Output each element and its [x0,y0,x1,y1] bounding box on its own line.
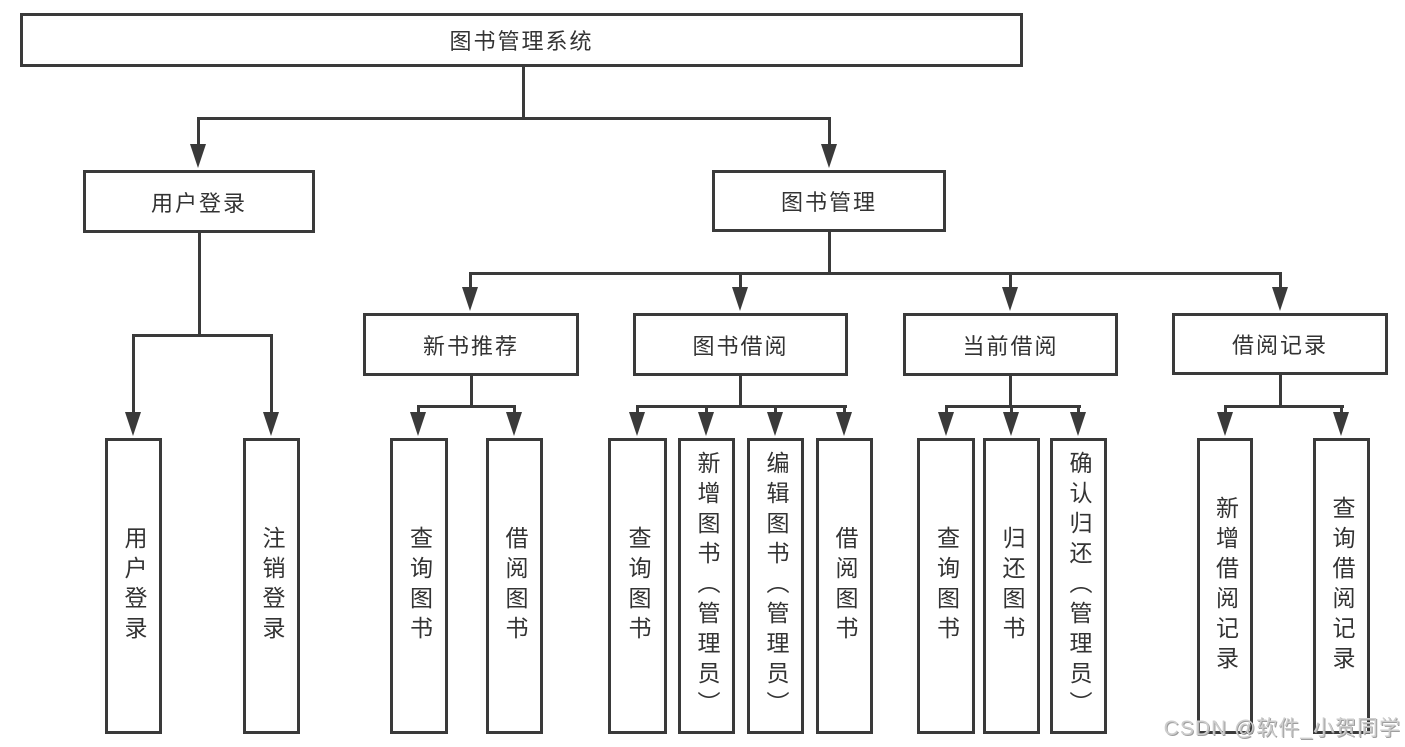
diagram-node-user-login: 用户登录 [83,170,315,233]
diagram-node-leaf-add-books: 新增图书（管理员） [678,438,735,734]
diagram-node-label: 借阅记录 [1231,333,1328,358]
diagram-node-book-borrow: 图书借阅 [633,313,848,376]
connector-stem [1278,375,1282,408]
diagram-node-leaf-add-borrow-record: 新增借阅记录 [1197,438,1253,734]
diagram-node-label: 查询图书 [625,526,651,646]
connector-bar [196,116,831,120]
connector-arrow-stem [1223,406,1227,416]
diagram-node-leaf-logout: 注销登录 [243,438,300,734]
diagram-node-label: 借阅图书 [832,526,858,646]
diagram-node-label: 图书管理系统 [449,29,594,54]
arrow-down-icon [125,412,141,436]
arrow-down-icon [938,412,954,436]
connector-arrow-stem [635,406,639,416]
connector-bar [944,404,1081,408]
diagram-node-label: 图书借阅 [692,333,789,359]
connector-stem [197,233,201,337]
connector-stem [469,375,473,408]
connector-stem [521,66,525,120]
connector-bar [468,271,1282,275]
connector-arrow-stem [512,406,516,416]
diagram-node-label: 图书管理 [780,190,877,215]
arrow-down-icon [410,412,426,436]
diagram-node-leaf-edit-books: 编辑图书（管理员） [747,438,804,734]
connector-arrow-stem [773,406,777,416]
diagram-node-label: 当前借阅 [962,333,1059,359]
diagram-node-leaf-borrow-books: 借阅图书 [816,438,873,734]
diagram-node-label: 确认归还（管理员） [1066,451,1092,721]
connector-arrow-stem [1008,273,1012,291]
diagram-node-label: 新增借阅记录 [1212,496,1239,676]
connector-bar [635,404,847,408]
diagram-node-leaf-query-borrow-record: 查询借阅记录 [1313,438,1370,734]
arrow-down-icon [1003,412,1019,436]
diagram-node-label: 编辑图书（管理员） [763,451,789,721]
diagram-node-label: 注销登录 [259,526,285,646]
arrow-down-icon [767,412,783,436]
diagram-node-borrow-records: 借阅记录 [1172,313,1388,375]
connector-arrow-stem [944,406,948,416]
diagram-node-label: 新增图书（管理员） [694,451,720,721]
arrow-down-icon [190,144,206,168]
diagram-node-leaf-confirm-return: 确认归还（管理员） [1050,438,1107,734]
connector-bar [131,333,273,337]
diagram-node-leaf-return-books: 归还图书 [983,438,1040,734]
arrow-down-icon [1333,412,1349,436]
watermark-text: CSDN @软件_小贺同学 [1163,717,1401,740]
diagram-node-label: 归还图书 [999,526,1025,646]
connector-arrow-stem [842,406,846,416]
diagram-node-current-borrow: 当前借阅 [903,313,1118,376]
diagram-node-leaf-user-login: 用户登录 [105,438,162,734]
arrow-down-icon [263,412,279,436]
connector-bar [1223,404,1344,408]
connector-arrow-stem [416,406,420,416]
arrow-down-icon [836,412,852,436]
arrow-down-icon [629,412,645,436]
diagram-node-label: 用户登录 [150,190,247,216]
diagram-node-label: 借阅图书 [502,526,528,646]
arrow-down-icon [1217,412,1233,436]
diagram-node-leaf-query-books-rec: 查询图书 [390,438,448,734]
diagram-node-leaf-query-books-borrow: 查询图书 [608,438,667,734]
arrow-down-icon [732,287,748,311]
connector-bar [416,404,516,408]
connector-arrow-stem [1339,406,1343,416]
diagram-node-label: 查询图书 [933,526,960,646]
connector-arrow-stem [468,273,472,291]
diagram-node-book-mgmt: 图书管理 [712,170,946,232]
connector-arrow-stem [131,335,135,416]
connector-stem [827,231,831,275]
arrow-down-icon [1002,287,1018,311]
diagram-node-leaf-query-books-current: 查询图书 [917,438,975,734]
connector-arrow-stem [1278,273,1282,291]
arrow-down-icon [1272,287,1288,311]
connector-arrow-stem [269,335,273,416]
arrow-down-icon [698,412,714,436]
diagram-node-new-book-rec: 新书推荐 [363,313,579,376]
diagram-node-label: 用户登录 [121,526,147,646]
diagram-node-label: 查询借阅记录 [1329,496,1355,676]
arrow-down-icon [821,144,837,168]
diagram-node-label: 新书推荐 [422,333,519,359]
connector-stem [738,375,742,408]
arrow-down-icon [1070,412,1086,436]
diagram-node-leaf-borrow-books-rec: 借阅图书 [486,438,543,734]
arrow-down-icon [462,287,478,311]
arrow-down-icon [506,412,522,436]
diagram-node-label: 查询图书 [406,526,433,646]
connector-stem [1008,375,1012,408]
connector-arrow-stem [1076,406,1080,416]
connector-arrow-stem [1009,406,1013,416]
connector-arrow-stem [196,118,200,148]
connector-arrow-stem [704,406,708,416]
connector-arrow-stem [738,273,742,291]
connector-arrow-stem [827,118,831,148]
diagram-node-root: 图书管理系统 [20,13,1023,67]
